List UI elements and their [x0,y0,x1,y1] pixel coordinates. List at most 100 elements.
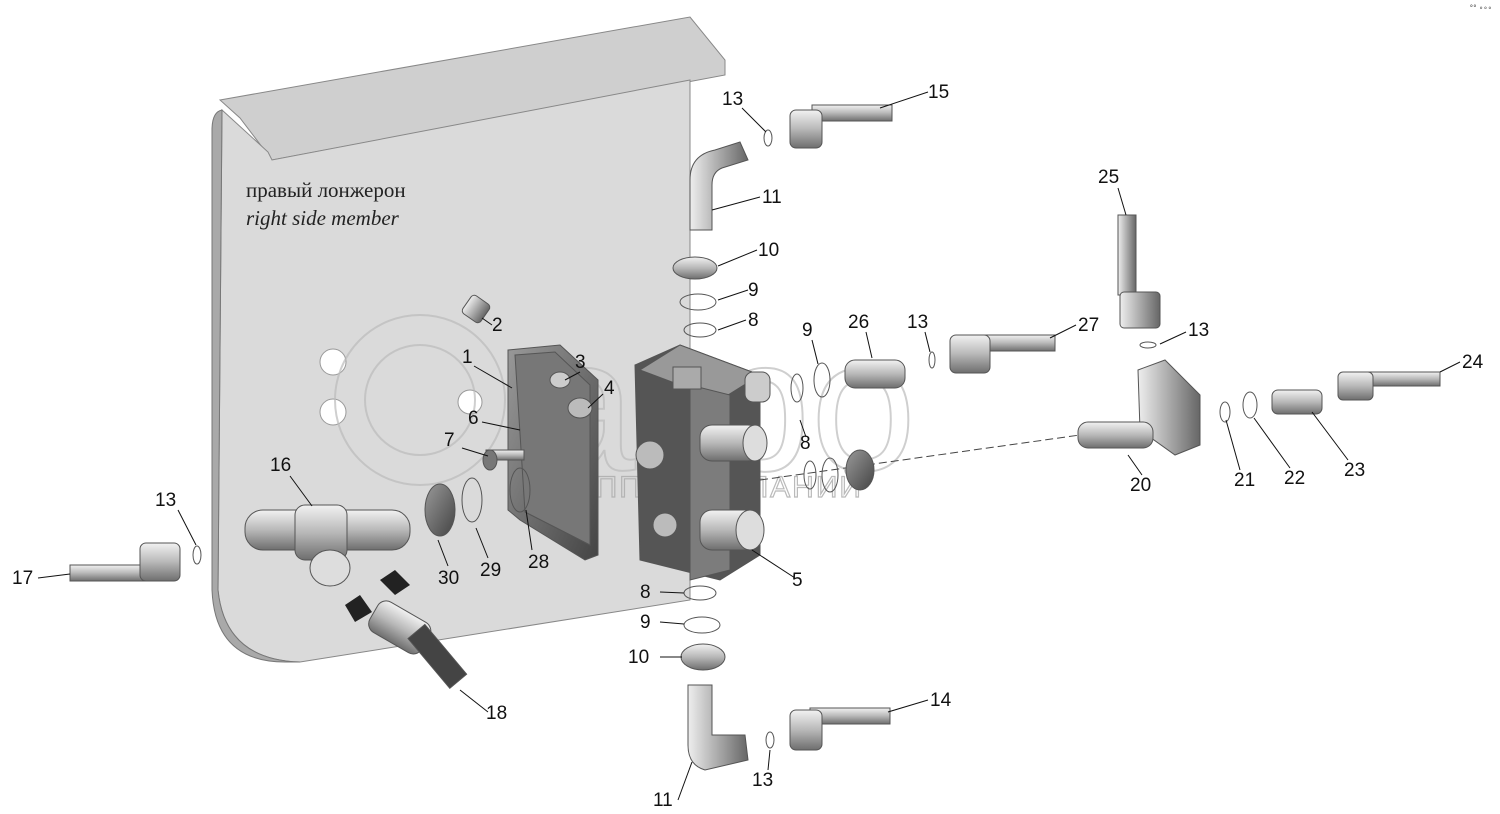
callout-21: 21 [1234,470,1255,491]
leader-line [475,527,489,559]
leader-line [1439,361,1461,373]
part-4 [567,397,593,419]
callout-26: 26 [848,312,869,333]
part-25 [1117,214,1161,329]
callout-4: 4 [604,378,615,399]
plate-label-ru: правый лонжерон [246,178,406,202]
leader-line [461,447,489,457]
part-9-mid [813,362,831,398]
leader-line [1311,411,1349,461]
callout-10: 10 [628,647,649,668]
part-13-c [1139,341,1157,349]
callout-10: 10 [758,240,779,261]
part-9-bottom [683,616,721,634]
callout-9: 9 [802,320,813,341]
callout-24: 24 [1462,352,1484,373]
callout-11: 11 [653,790,673,811]
callout-17: 17 [12,568,33,589]
callout-9: 9 [748,280,759,301]
callout-13: 13 [1188,320,1209,341]
callout-8: 8 [640,582,651,603]
leader-line [717,289,749,301]
part-30 [424,483,456,537]
callout-7: 7 [444,430,455,451]
callout-1: 1 [462,347,473,368]
plate-label-en: right side member [246,206,400,230]
leader-line [177,509,197,546]
leader-line [37,573,71,579]
leader-line [741,107,767,133]
part-18 [345,570,468,690]
callout-16: 16 [270,455,291,476]
leader-line [924,331,931,353]
part-13-bottom [765,731,775,749]
part-21 [1219,401,1231,423]
part-13-a [763,129,773,147]
part-9-top [679,293,717,311]
part-15 [789,104,893,149]
leader-line [767,749,771,771]
leader-line [799,419,807,438]
leader-line [711,196,761,211]
callout-8: 8 [748,310,759,331]
part-23 [1271,389,1323,415]
leader-line [879,91,929,109]
callout-29: 29 [480,560,501,581]
part-10-top [672,256,718,280]
callout-6: 6 [468,408,479,429]
leader-line [659,591,685,594]
callout-30: 30 [438,568,459,589]
callout-3: 3 [575,352,586,373]
leader-line [751,549,796,579]
callout-11: 11 [762,187,782,208]
leader-line [717,319,747,331]
leader-line [587,393,604,409]
callout-14: 14 [930,690,952,711]
part-14 [789,707,891,751]
leader-line [865,331,873,359]
callout-8: 8 [800,433,811,454]
part-8-mid [790,373,804,403]
callout-20: 20 [1130,475,1151,496]
callout-18: 18 [486,703,507,724]
part-2 [461,294,491,324]
part-28 [509,467,531,513]
callout-27: 27 [1078,315,1099,336]
part-24 [1337,371,1441,401]
leader-line [564,371,581,381]
leader-line [525,509,533,551]
callout-9: 9 [640,612,651,633]
part-11-top [689,141,749,231]
part-9-right [821,457,839,493]
part-26 [844,359,906,389]
part-13-left [192,545,202,565]
callout-15: 15 [928,82,949,103]
leader-line [481,421,521,431]
callout-5: 5 [792,570,803,591]
part-22 [1242,391,1258,419]
part-8-top [683,322,717,338]
part-10-right [845,449,875,491]
leader-line [1117,187,1127,216]
part-29 [461,477,483,523]
leader-line [717,249,758,267]
part-bracket-face [514,351,591,546]
leader-line [1049,324,1077,339]
leader-line [1225,419,1241,471]
callout-25: 25 [1098,167,1119,188]
part-20 [1077,359,1201,456]
part-7-head [482,449,498,471]
callout-28: 28 [528,552,549,573]
corner-mark: °° ∘∘∘ [1469,4,1492,12]
leader-line [677,761,693,801]
part-17 [69,542,181,582]
part-3 [549,371,571,389]
callout-13: 13 [907,312,928,333]
callout-13: 13 [722,89,743,110]
part-11-bottom [687,684,749,771]
part-13-b [928,351,936,369]
callout-13: 13 [752,770,773,791]
leader-line [459,689,489,713]
